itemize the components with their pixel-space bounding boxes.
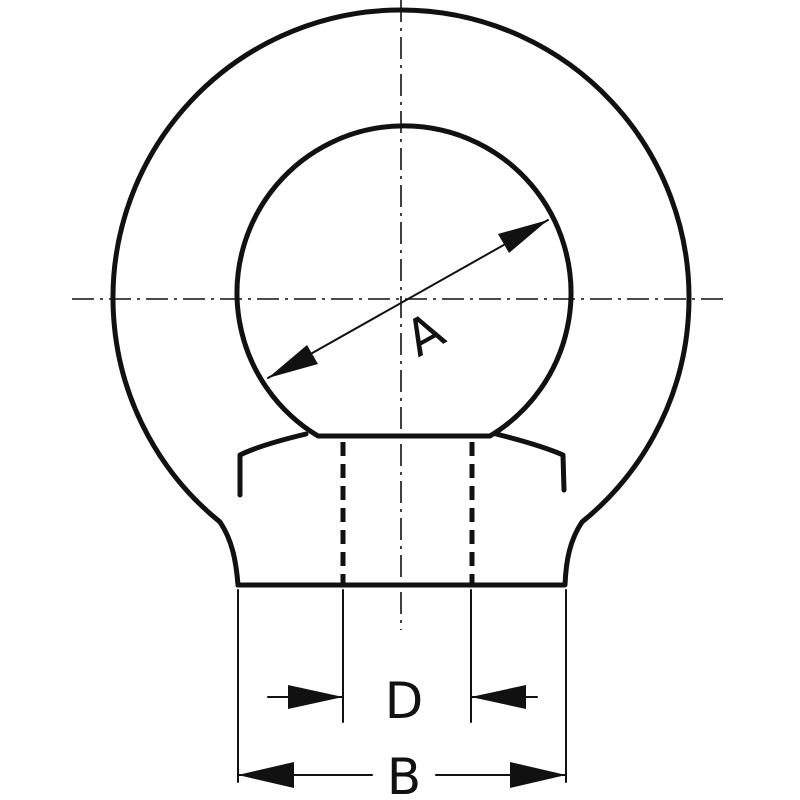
dimension-label-d: D bbox=[385, 672, 424, 730]
arrowhead-d-right bbox=[471, 685, 526, 709]
dimension-label-b: B bbox=[387, 748, 421, 800]
outer-ring-outline bbox=[110, 7, 692, 588]
inner-eye-outline bbox=[234, 123, 574, 439]
dimension-label-a: A bbox=[396, 301, 454, 368]
collar-right-shoulder bbox=[493, 431, 567, 493]
collar-left-shoulder bbox=[237, 431, 309, 498]
arrowhead-b-right bbox=[510, 762, 566, 788]
arrowhead-d-left bbox=[288, 685, 343, 709]
arrowhead-b-left bbox=[238, 762, 294, 788]
arrowhead-a-lower bbox=[268, 345, 318, 378]
dimension-line-a bbox=[267, 219, 549, 379]
arrowhead-a-upper bbox=[498, 220, 548, 253]
